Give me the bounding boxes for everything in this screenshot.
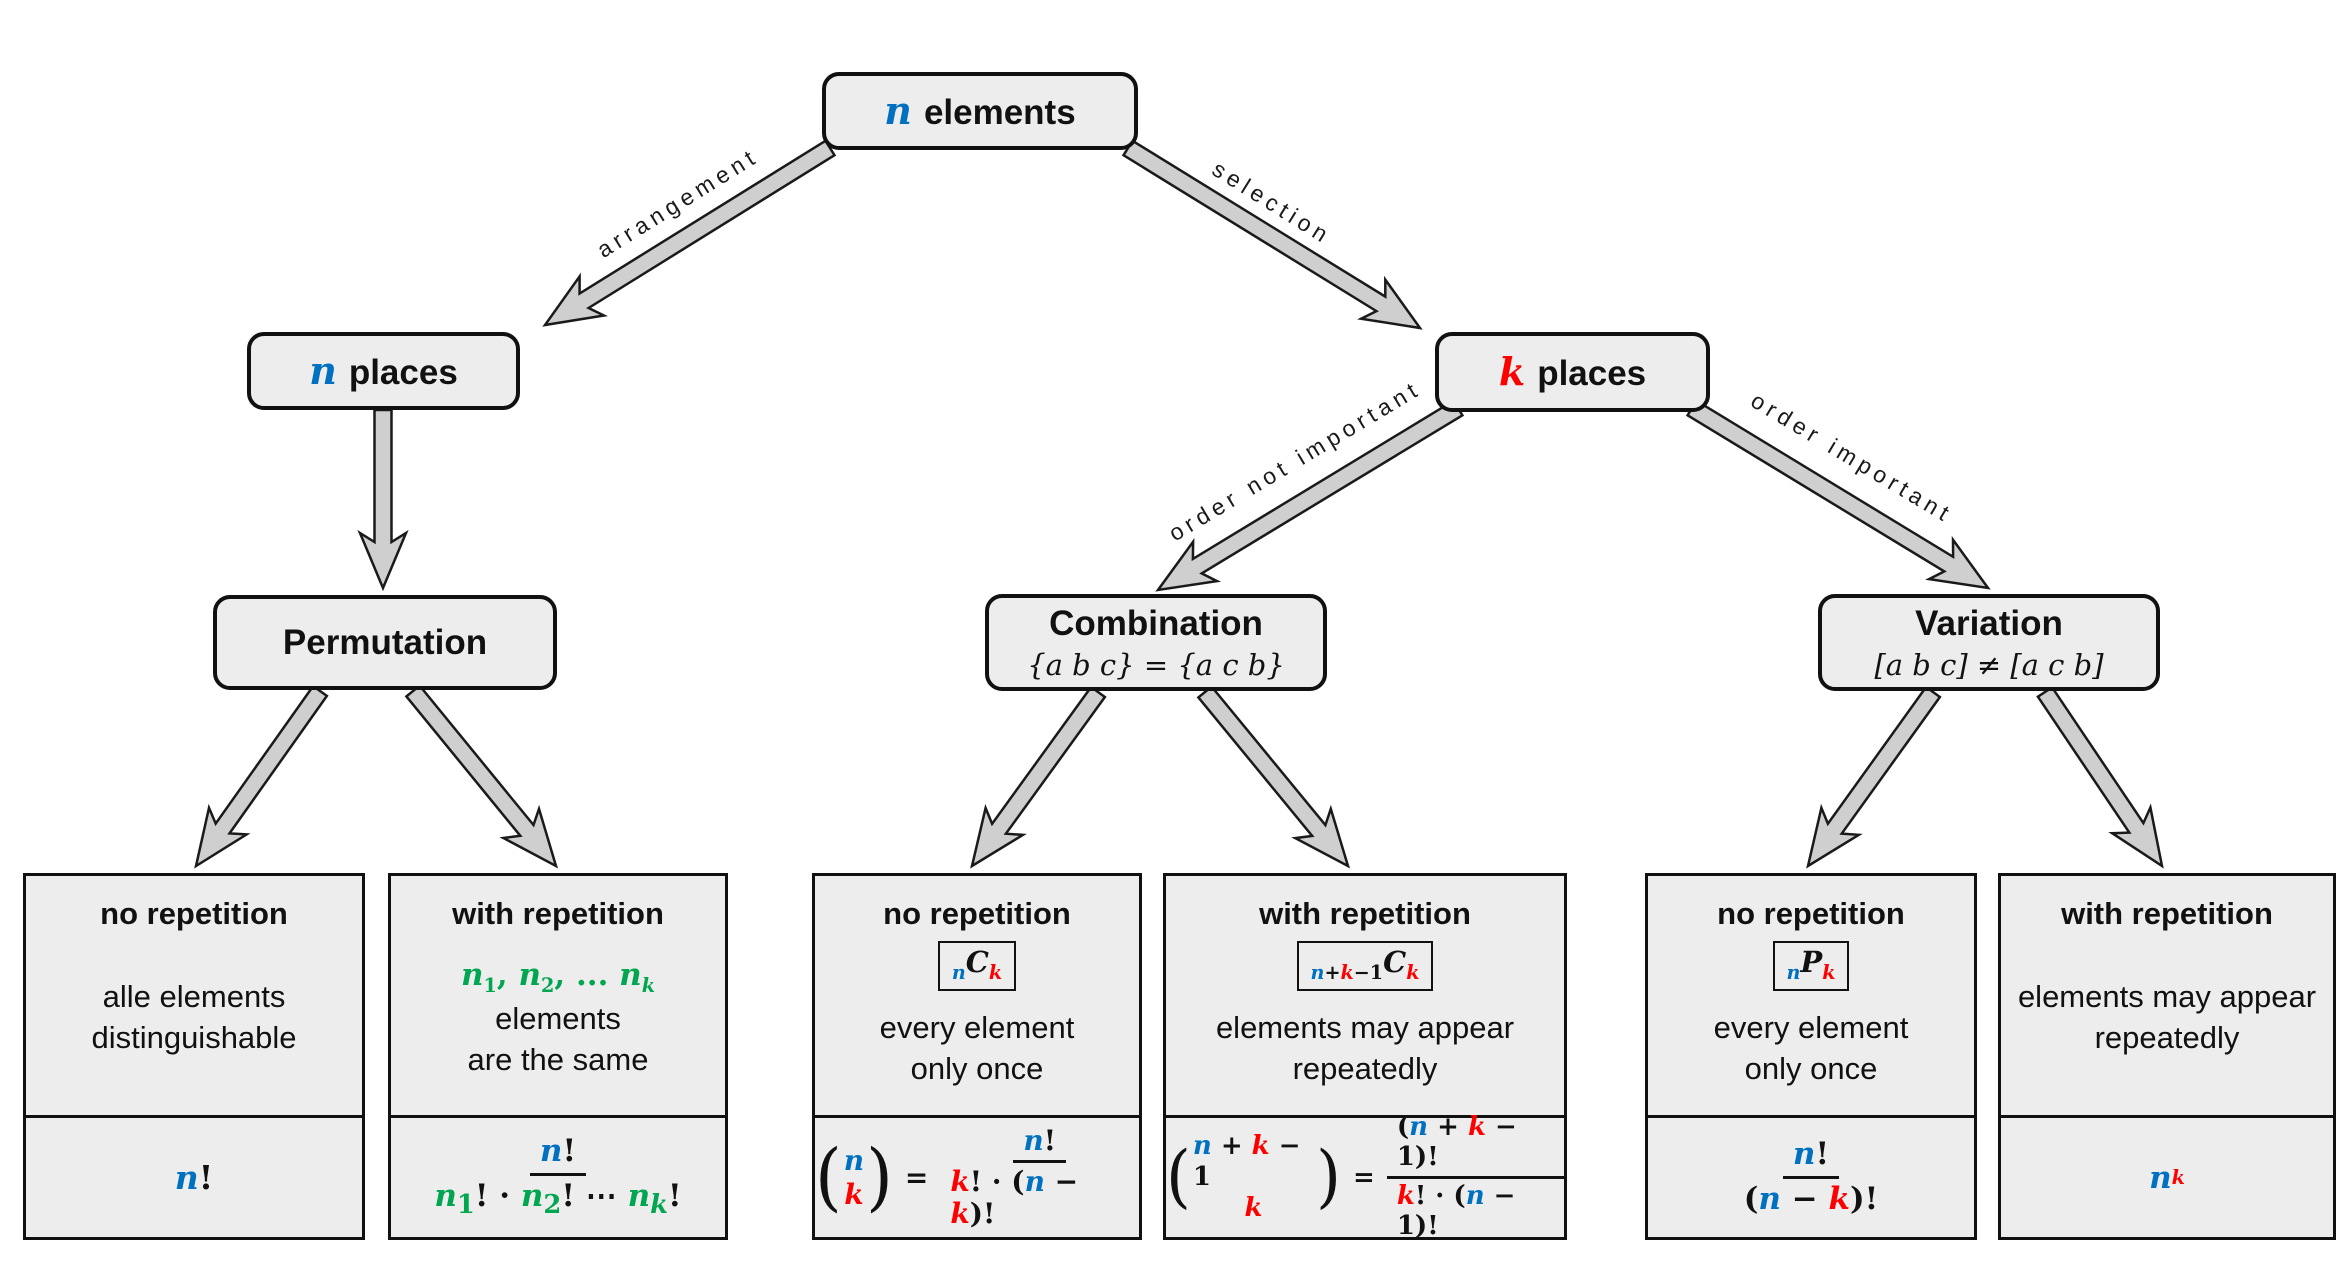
cell-combination-no-repetition: no repetition nCk every element only onc…	[812, 873, 1142, 1240]
nPk-symbol-badge: nPk	[1772, 941, 1850, 991]
node-label: Permutation	[282, 623, 488, 662]
node-label: places	[1537, 354, 1647, 393]
cell-formula: n!(n − k)!	[1648, 1115, 1974, 1237]
var-n: n	[309, 348, 337, 393]
nCk-symbol-badge: nCk	[937, 941, 1017, 991]
node-n-elements: n elements	[822, 72, 1138, 150]
cell-description: elements may appear repeatedly	[2017, 979, 2317, 1055]
connector-arrow	[1685, 398, 1991, 590]
set-example: {a b c} = {a c b}	[1027, 647, 1285, 682]
cell-title: no repetition	[100, 896, 288, 931]
cell-description: every element only once	[1713, 1009, 1909, 1086]
tuple-example: [a b c] ≠ [a c b]	[1874, 647, 2104, 682]
cell-formula: n!	[26, 1115, 362, 1237]
cell-combination-with-repetition: with repetition n+k−1Ck elements may app…	[1163, 873, 1567, 1241]
node-label: places	[348, 353, 458, 392]
node-permutation: Permutation	[213, 595, 557, 690]
connector-arrow	[1155, 398, 1465, 592]
cell-permutation-no-repetition: no repetition alle elements distinguisha…	[23, 873, 365, 1240]
cell-variation-no-repetition: no repetition nPk every element only onc…	[1645, 873, 1977, 1240]
connector-arrow	[1121, 139, 1423, 330]
cell-title: with repetition	[2061, 896, 2273, 931]
node-label: elements	[923, 93, 1076, 132]
cell-description: every element only once	[879, 1009, 1075, 1086]
var-n: n	[884, 88, 912, 133]
n+k-1Ck-symbol-badge: n+k−1Ck	[1296, 941, 1434, 991]
cell-title: with repetition	[1259, 896, 1471, 931]
connector-arrow	[970, 685, 1107, 869]
connector-arrow	[2036, 685, 2164, 869]
cell-permutation-with-repetition: with repetition n1, n2, ... nk elements …	[388, 873, 728, 1240]
connector-arrow	[194, 684, 329, 869]
cell-description: n1, n2, ... nk elements are the same	[460, 957, 656, 1077]
cell-description: elements may appear repeatedly	[1215, 1009, 1515, 1086]
connector-arrow	[404, 683, 559, 869]
connector-arrow	[357, 408, 409, 592]
cell-formula: n!n1! · n2! ⋯ nk!	[391, 1115, 725, 1237]
cell-title: with repetition	[452, 896, 664, 931]
var-k: k	[1498, 349, 1526, 394]
node-variation: Variation [a b c] ≠ [a c b]	[1818, 594, 2160, 691]
connector-arrow	[1806, 685, 1942, 869]
cell-title: no repetition	[883, 896, 1071, 931]
cell-title: no repetition	[1717, 896, 1905, 931]
connector-arrow	[1196, 684, 1351, 869]
connector-arrow	[542, 139, 837, 327]
node-combination: Combination {a b c} = {a c b}	[985, 594, 1327, 691]
cell-description: alle elements distinguishable	[91, 979, 297, 1055]
node-label: Combination	[1049, 603, 1263, 643]
cell-variation-with-repetition: with repetition elements may appear repe…	[1998, 873, 2336, 1240]
node-label: Variation	[1915, 603, 2063, 643]
